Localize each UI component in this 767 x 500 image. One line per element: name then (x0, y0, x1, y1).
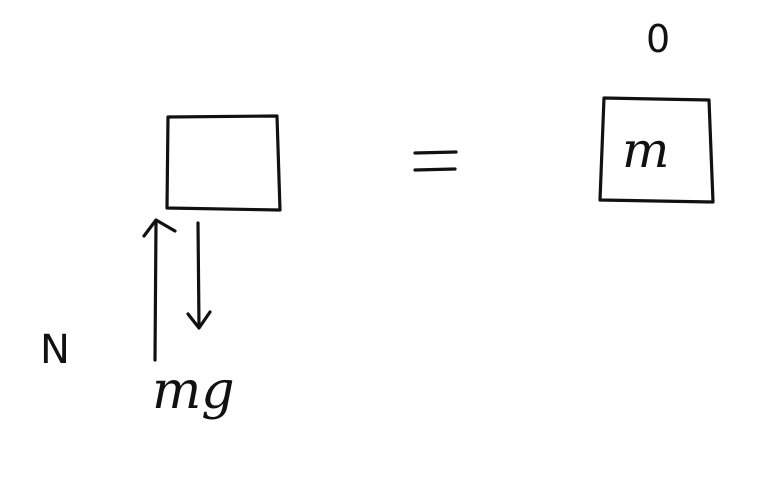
weight-label: mg (152, 361, 235, 421)
normal-force-label: N (40, 327, 70, 373)
equals-sign (413, 150, 458, 172)
normal-force-arrow (142, 218, 177, 362)
free-body-block-group: N mg (40, 114, 282, 421)
kinetic-block (598, 96, 715, 204)
mass-label: m (622, 121, 669, 179)
kinetic-diagram-group: m 0 (598, 17, 715, 204)
acceleration-label: 0 (646, 17, 670, 61)
free-body-block (165, 114, 282, 212)
weight-arrow (186, 221, 212, 330)
